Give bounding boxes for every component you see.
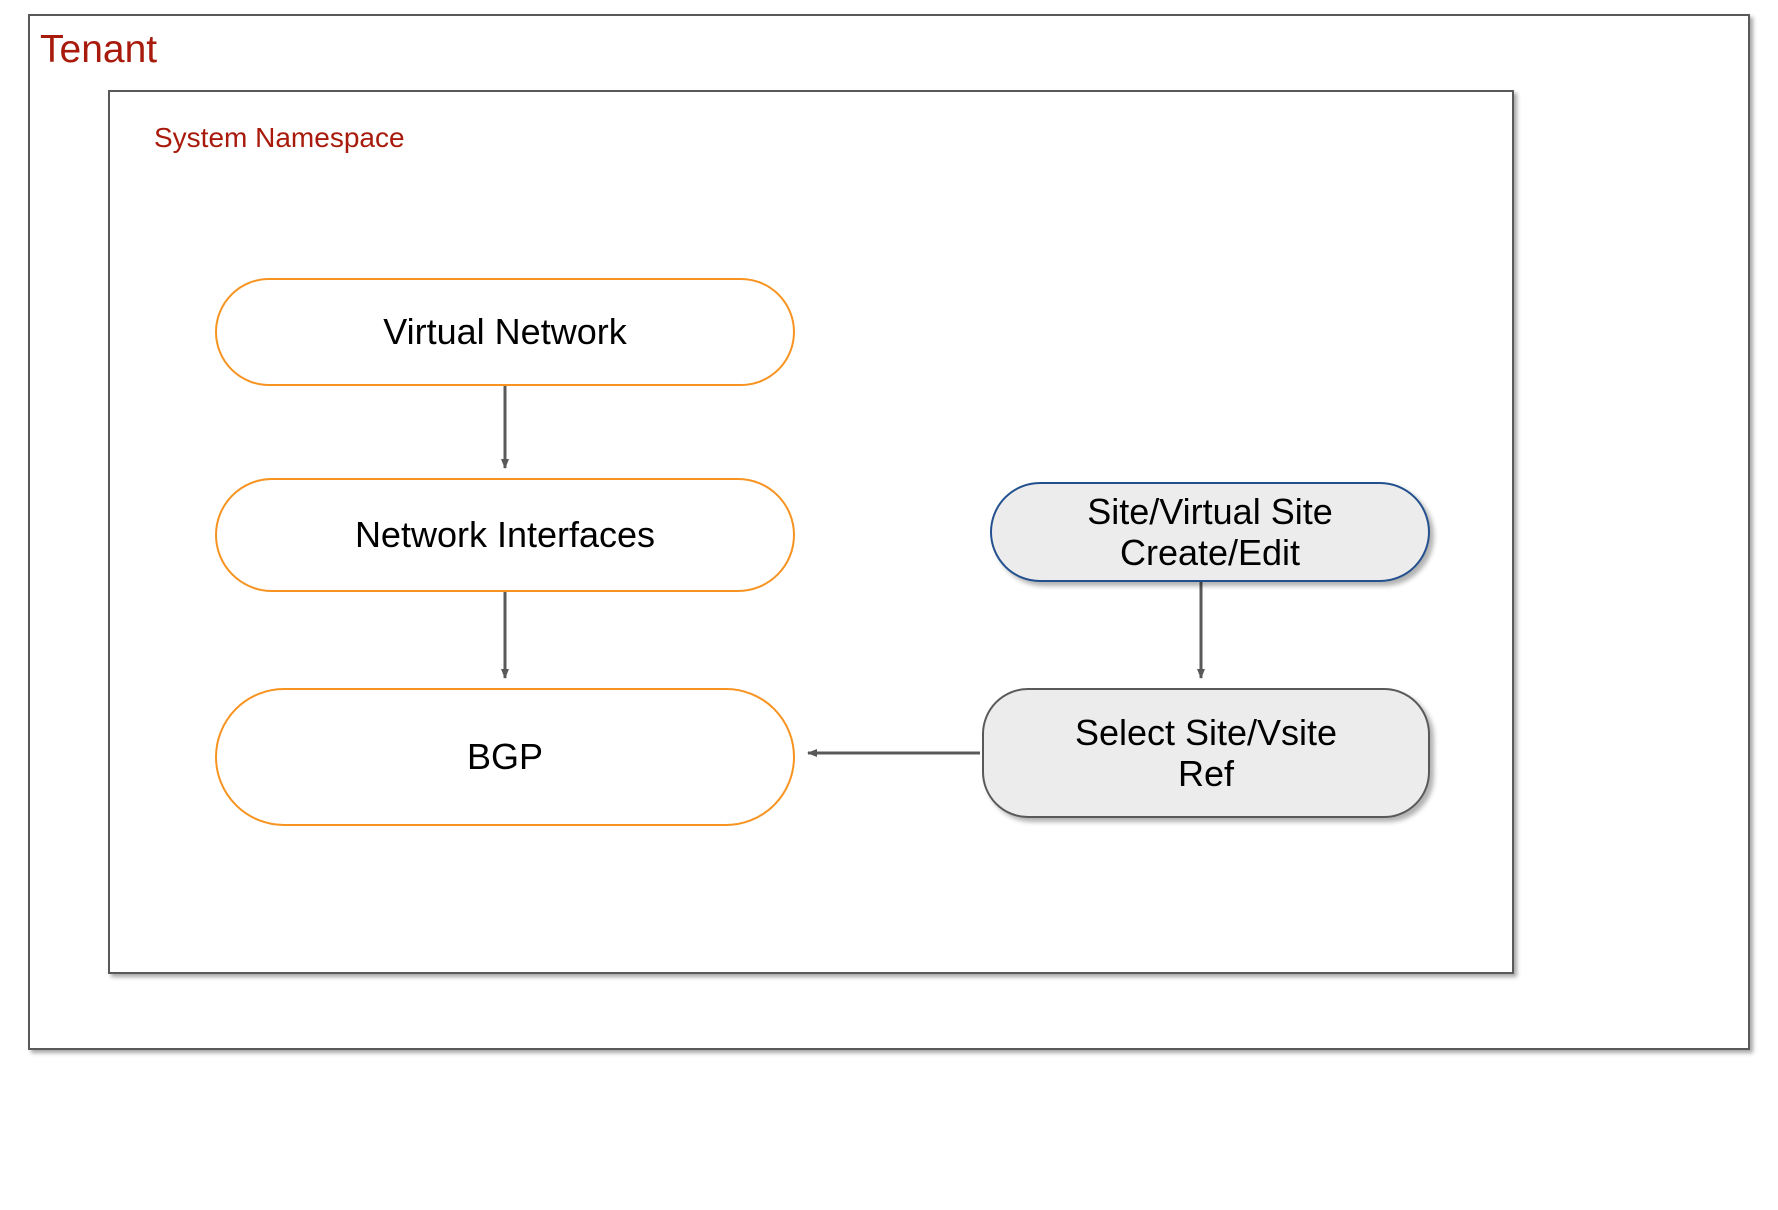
node-virtual-network[interactable]: Virtual Network — [215, 278, 795, 386]
node-site-virtual-site-create-edit-label: Site/Virtual Site Create/Edit — [1087, 490, 1333, 573]
node-bgp[interactable]: BGP — [215, 688, 795, 826]
node-site-virtual-site-create-edit[interactable]: Site/Virtual Site Create/Edit — [990, 482, 1430, 582]
node-network-interfaces[interactable]: Network Interfaces — [215, 478, 795, 592]
node-virtual-network-label: Virtual Network — [383, 311, 627, 353]
node-network-interfaces-label: Network Interfaces — [354, 514, 656, 556]
node-bgp-label: BGP — [466, 736, 544, 778]
system-namespace-label: System Namespace — [154, 122, 405, 153]
node-select-site-vsite-ref[interactable]: Select Site/Vsite Ref — [982, 688, 1430, 818]
tenant-label: Tenant — [40, 28, 158, 71]
node-select-site-vsite-ref-label: Select Site/Vsite Ref — [1074, 711, 1338, 794]
